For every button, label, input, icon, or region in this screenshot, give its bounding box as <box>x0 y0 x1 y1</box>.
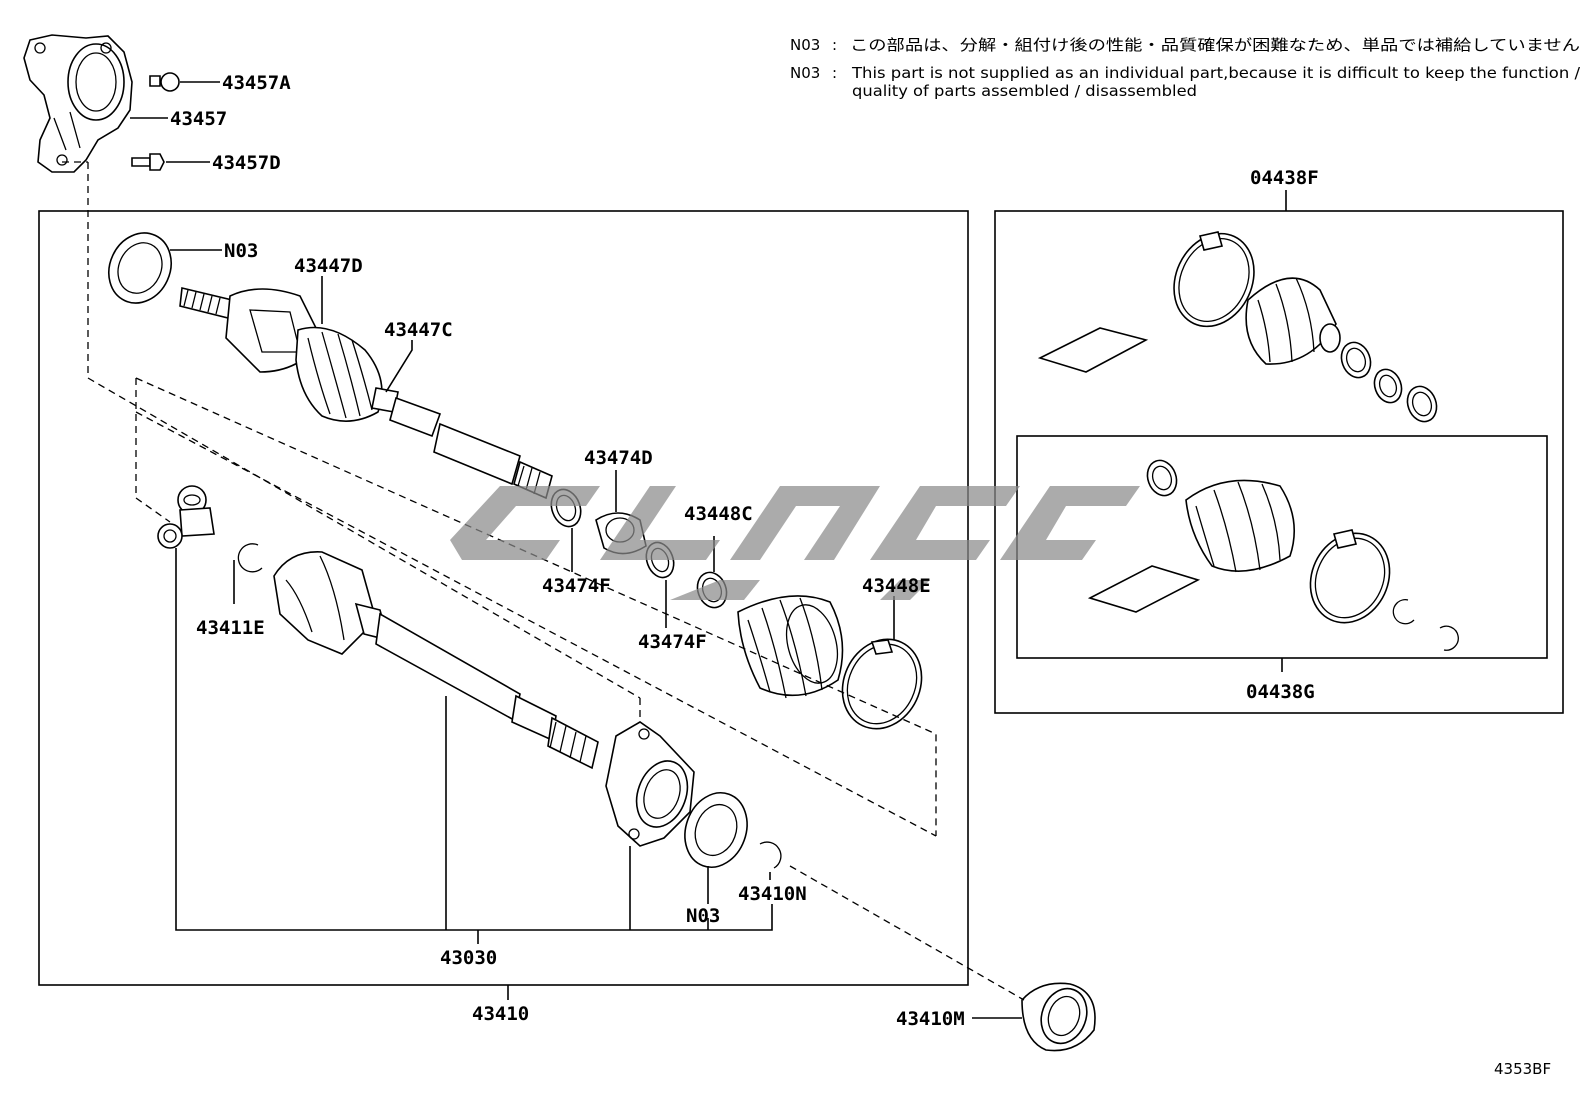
dash-axis-c <box>135 378 171 523</box>
label-43448C[interactable]: 43448C <box>684 503 753 525</box>
label-43457A[interactable]: 43457A <box>222 72 291 94</box>
label-43457D[interactable]: 43457D <box>212 152 281 174</box>
assembly-box-43410 <box>38 210 969 986</box>
boot-inner <box>737 595 844 699</box>
dash-axis-f <box>789 865 1025 1001</box>
note-jp-sep: : <box>832 36 837 54</box>
inner-cv-joint-shaft <box>273 551 599 770</box>
label-43447C[interactable]: 43447C <box>384 319 453 341</box>
note-en-text-line1: This part is not supplied as an individu… <box>851 64 1581 82</box>
bearing-bracket <box>23 34 133 173</box>
brand-logo-watermark <box>450 486 1140 600</box>
note-en-sep: : <box>832 64 837 82</box>
label-43410[interactable]: 43410 <box>472 1003 529 1025</box>
kit-box-04438F <box>994 210 1564 714</box>
label-43474D[interactable]: 43474D <box>584 447 653 469</box>
kit-04438F-parts <box>1037 231 1438 423</box>
leader-43030-tree <box>175 548 773 931</box>
note-jp-code: N03 <box>790 36 820 54</box>
note-en-text-line2: quality of parts assembled / disassemble… <box>852 82 1197 100</box>
outer-cv-joint <box>179 287 553 500</box>
label-43410M[interactable]: 43410M <box>896 1008 965 1030</box>
label-N03-top[interactable]: N03 <box>224 240 258 262</box>
dash-axis-b <box>135 377 937 836</box>
label-43474F-a[interactable]: 43474F <box>542 575 611 597</box>
snap-ring-43411E <box>237 543 263 573</box>
bearing-43410M <box>1021 982 1096 1052</box>
oil-seal-bottom <box>684 792 748 868</box>
clamp-43448E <box>841 638 923 730</box>
diagram-code: 4353BF <box>1494 1060 1551 1078</box>
label-04438F[interactable]: 04438F <box>1250 167 1319 189</box>
leader-43447C <box>385 340 413 393</box>
dash-axis-a <box>87 162 641 699</box>
label-43410N[interactable]: 43410N <box>738 883 807 905</box>
tripod-spider <box>157 485 215 549</box>
oil-seal-top <box>108 232 172 304</box>
label-N03-bottom[interactable]: N03 <box>686 905 720 927</box>
bolt-43457D <box>131 153 165 171</box>
note-en-code: N03 <box>790 64 820 82</box>
bolt-43457A <box>149 72 180 92</box>
label-43474F-b[interactable]: 43474F <box>638 631 707 653</box>
label-43448E[interactable]: 43448E <box>862 575 931 597</box>
kit-04438G-parts <box>1087 459 1459 651</box>
snap-ring-43410N <box>759 841 782 869</box>
part-labels: 43457A 43457 43457D N03 43447D 43447C 43… <box>170 72 1319 1030</box>
bearing-housing <box>605 721 695 847</box>
label-43447D[interactable]: 43447D <box>294 255 363 277</box>
notes: N03 : この部品は、分解・組付け後の性能・品質確保が困難なため、単品では補給… <box>790 36 1581 100</box>
label-43457[interactable]: 43457 <box>170 108 227 130</box>
label-43411E[interactable]: 43411E <box>196 617 265 639</box>
label-04438G[interactable]: 04438G <box>1246 681 1315 703</box>
label-43030[interactable]: 43030 <box>440 947 497 969</box>
note-jp-text: この部品は、分解・組付け後の性能・品質確保が困難なため、単品では補給していません <box>850 36 1580 54</box>
dash-axis-e <box>135 411 937 837</box>
